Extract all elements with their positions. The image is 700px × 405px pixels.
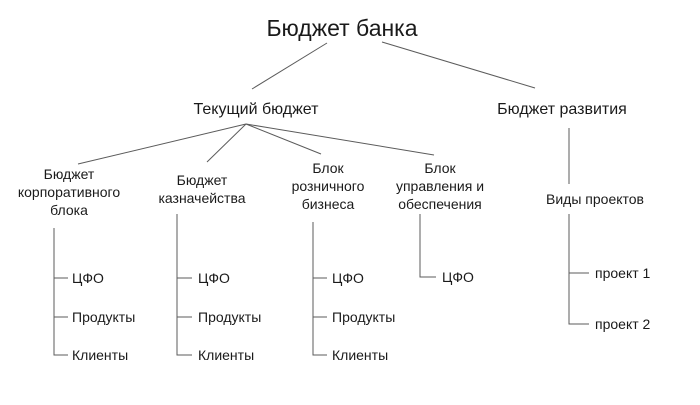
node-current-budget: Текущий бюджет	[193, 101, 319, 118]
node-management-support-block: Блок управления и обеспечения	[396, 159, 484, 213]
node-label-line: Бюджет	[176, 172, 228, 188]
node-label-line: Блок	[424, 160, 456, 176]
node-label-line: казначейства	[158, 190, 246, 206]
edge-current-to-management	[245, 123, 435, 156]
leaf-management-cfo: ЦФО	[442, 269, 474, 285]
leaf-treasury-products: Продукты	[198, 309, 262, 325]
bracket-management	[419, 214, 436, 278]
bracket-projects	[568, 214, 589, 325]
leaf-retail-clients: Клиенты	[332, 347, 389, 363]
leaf-retail-cfo: ЦФО	[332, 270, 364, 286]
bracket-retail	[312, 222, 327, 356]
edge-root-to-development	[381, 41, 536, 89]
leaf-project-1: проект 1	[595, 265, 651, 281]
edge-current-to-retail	[245, 123, 322, 155]
node-label-line: управления и	[395, 178, 485, 194]
bracket-treasury	[176, 214, 192, 356]
leaf-corporate-products: Продукты	[72, 309, 136, 325]
node-label-line: Блок	[312, 160, 344, 176]
node-treasury-budget: Бюджет казначейства	[158, 171, 245, 207]
leaf-project-2: проект 2	[595, 316, 651, 332]
edge-current-to-corporate	[77, 123, 247, 165]
edge-root-to-current	[251, 42, 328, 90]
node-bank-budget: Бюджет банка	[266, 15, 418, 41]
leaf-corporate-cfo: ЦФО	[72, 270, 104, 286]
node-label-line: розничного	[291, 178, 365, 194]
node-label-line: блока	[50, 202, 88, 218]
node-retail-business-block: Блок розничного бизнеса	[292, 159, 365, 213]
leaf-corporate-clients: Клиенты	[72, 347, 129, 363]
node-development-budget: Бюджет развития	[497, 101, 627, 118]
node-label-line: Бюджет	[43, 166, 95, 182]
node-label-line: корпоративного	[17, 184, 121, 200]
leaf-treasury-cfo: ЦФО	[198, 270, 230, 286]
bracket-corporate	[53, 228, 68, 356]
leaf-retail-products: Продукты	[332, 309, 396, 325]
edge-current-to-treasury	[206, 123, 247, 163]
leaf-treasury-clients: Клиенты	[198, 347, 255, 363]
node-label-line: бизнеса	[301, 196, 355, 212]
node-label-line: обеспечения	[398, 196, 482, 212]
node-corporate-block-budget: Бюджет корпоративного блока	[18, 165, 120, 219]
node-project-types: Виды проектов	[546, 191, 644, 207]
